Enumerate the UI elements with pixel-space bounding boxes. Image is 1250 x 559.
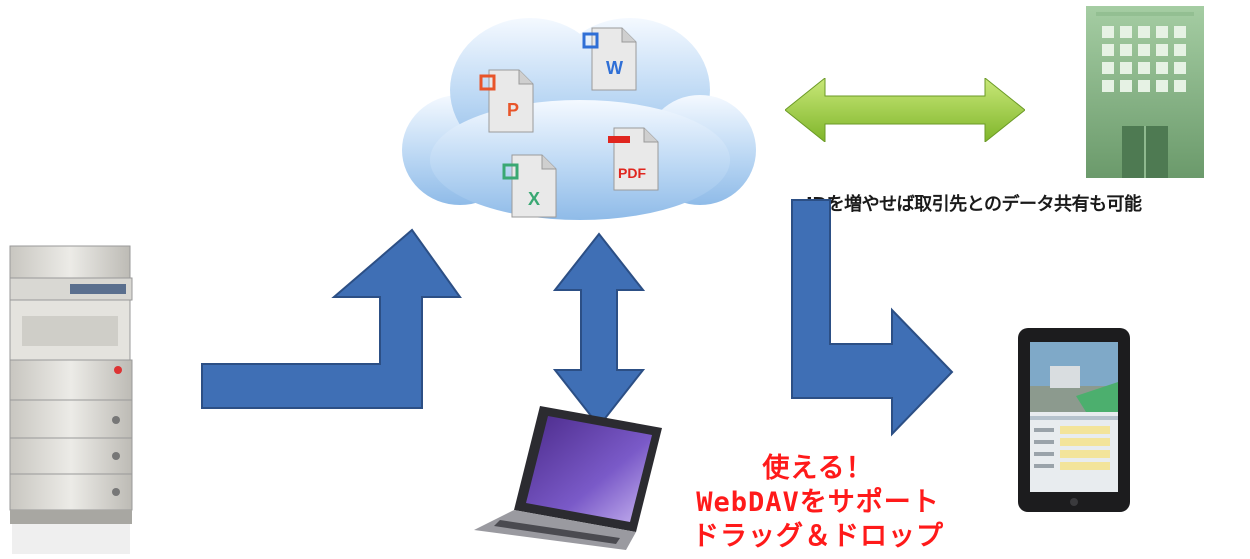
svg-text:W: W xyxy=(606,58,623,78)
office-building-icon xyxy=(1086,6,1204,178)
download-arrow xyxy=(791,199,954,437)
laptop-icon xyxy=(474,406,662,550)
webdav-caption-line1: 使える！ xyxy=(762,453,874,484)
excel-icon: X xyxy=(502,154,557,218)
webdav-caption: 使える！ WebDAVをサポート ドラッグ＆ドロップ xyxy=(668,452,968,554)
printer-copier-icon xyxy=(9,245,133,554)
cloud-shape xyxy=(402,18,756,220)
svg-text:PDF: PDF xyxy=(618,165,646,181)
cloud-storage: P W X PDF xyxy=(402,18,756,220)
upload-arrow xyxy=(201,228,462,409)
webdav-caption-line2: WebDAVをサポート xyxy=(696,487,940,518)
partner-sharing-caption: IDを増やせば取引先とのデータ共有も可能 xyxy=(806,194,1142,215)
svg-text:P: P xyxy=(507,100,519,120)
tablet-icon xyxy=(1018,328,1130,512)
webdav-caption-line3: ドラッグ＆ドロップ xyxy=(692,521,944,552)
svg-text:X: X xyxy=(528,189,540,209)
word-icon: W xyxy=(582,27,637,91)
sync-double-arrow xyxy=(553,232,645,428)
pdf-icon: PDF xyxy=(608,127,659,191)
share-double-arrow xyxy=(785,78,1025,142)
powerpoint-icon: P xyxy=(479,69,534,133)
